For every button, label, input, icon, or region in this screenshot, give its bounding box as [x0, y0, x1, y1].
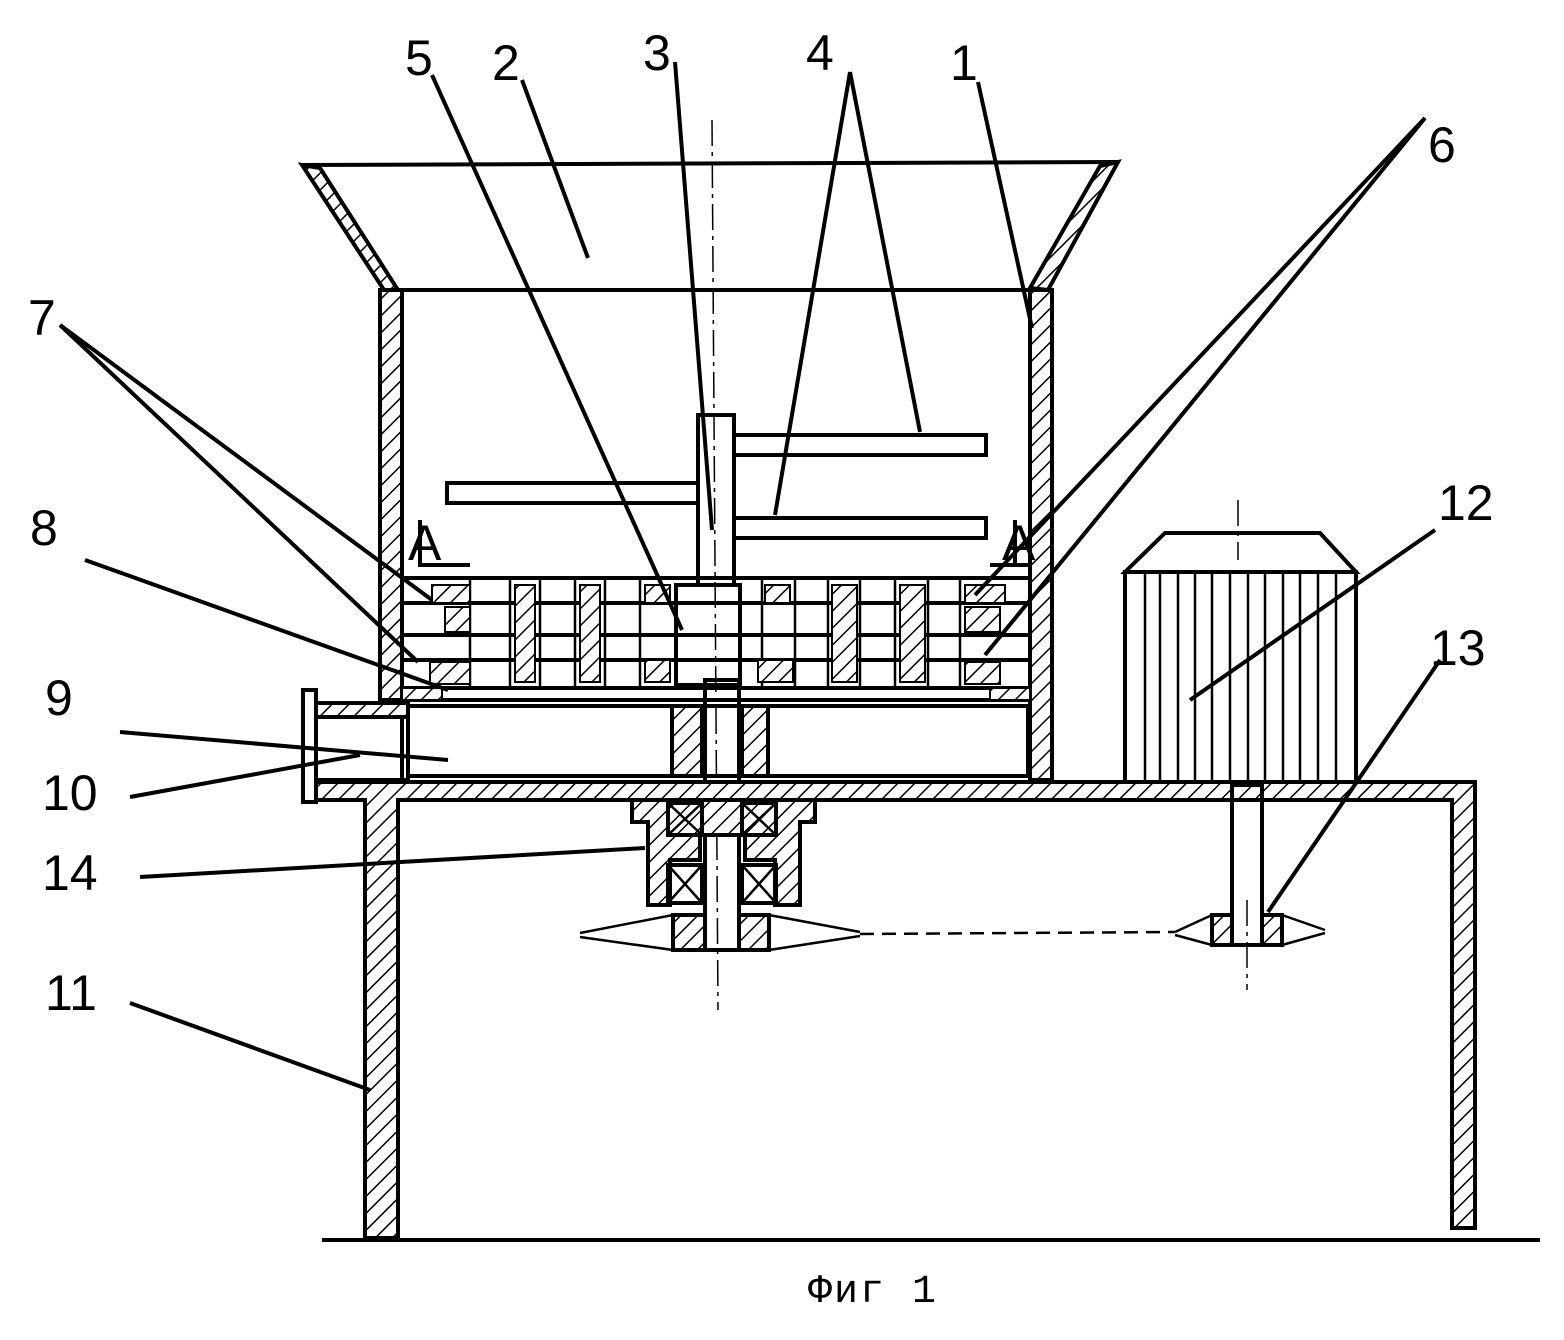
bearing-housing — [632, 800, 815, 905]
label-4: 4 — [806, 25, 834, 81]
motor — [1125, 500, 1356, 782]
label-9: 9 — [45, 670, 73, 726]
svg-text:A: A — [408, 515, 442, 571]
hopper — [302, 162, 1118, 290]
label-5: 5 — [405, 30, 433, 86]
label-11: 11 — [45, 965, 97, 1021]
label-7: 7 — [28, 290, 56, 346]
central-shaft — [698, 120, 739, 1010]
label-2: 2 — [492, 35, 520, 91]
section-marks: A A — [408, 515, 1036, 571]
label-13: 13 — [1430, 620, 1486, 676]
label-3: 3 — [643, 25, 671, 81]
blades — [447, 435, 986, 538]
label-10: 10 — [42, 765, 98, 821]
label-12: 12 — [1438, 475, 1494, 531]
label-1: 1 — [950, 35, 978, 91]
base-frame — [316, 782, 1540, 1240]
label-6: 6 — [1428, 117, 1456, 173]
label-14: 14 — [42, 845, 98, 901]
collector — [408, 706, 1028, 776]
figure-caption: Фиг 1 — [808, 1270, 938, 1315]
label-8: 8 — [30, 500, 58, 556]
